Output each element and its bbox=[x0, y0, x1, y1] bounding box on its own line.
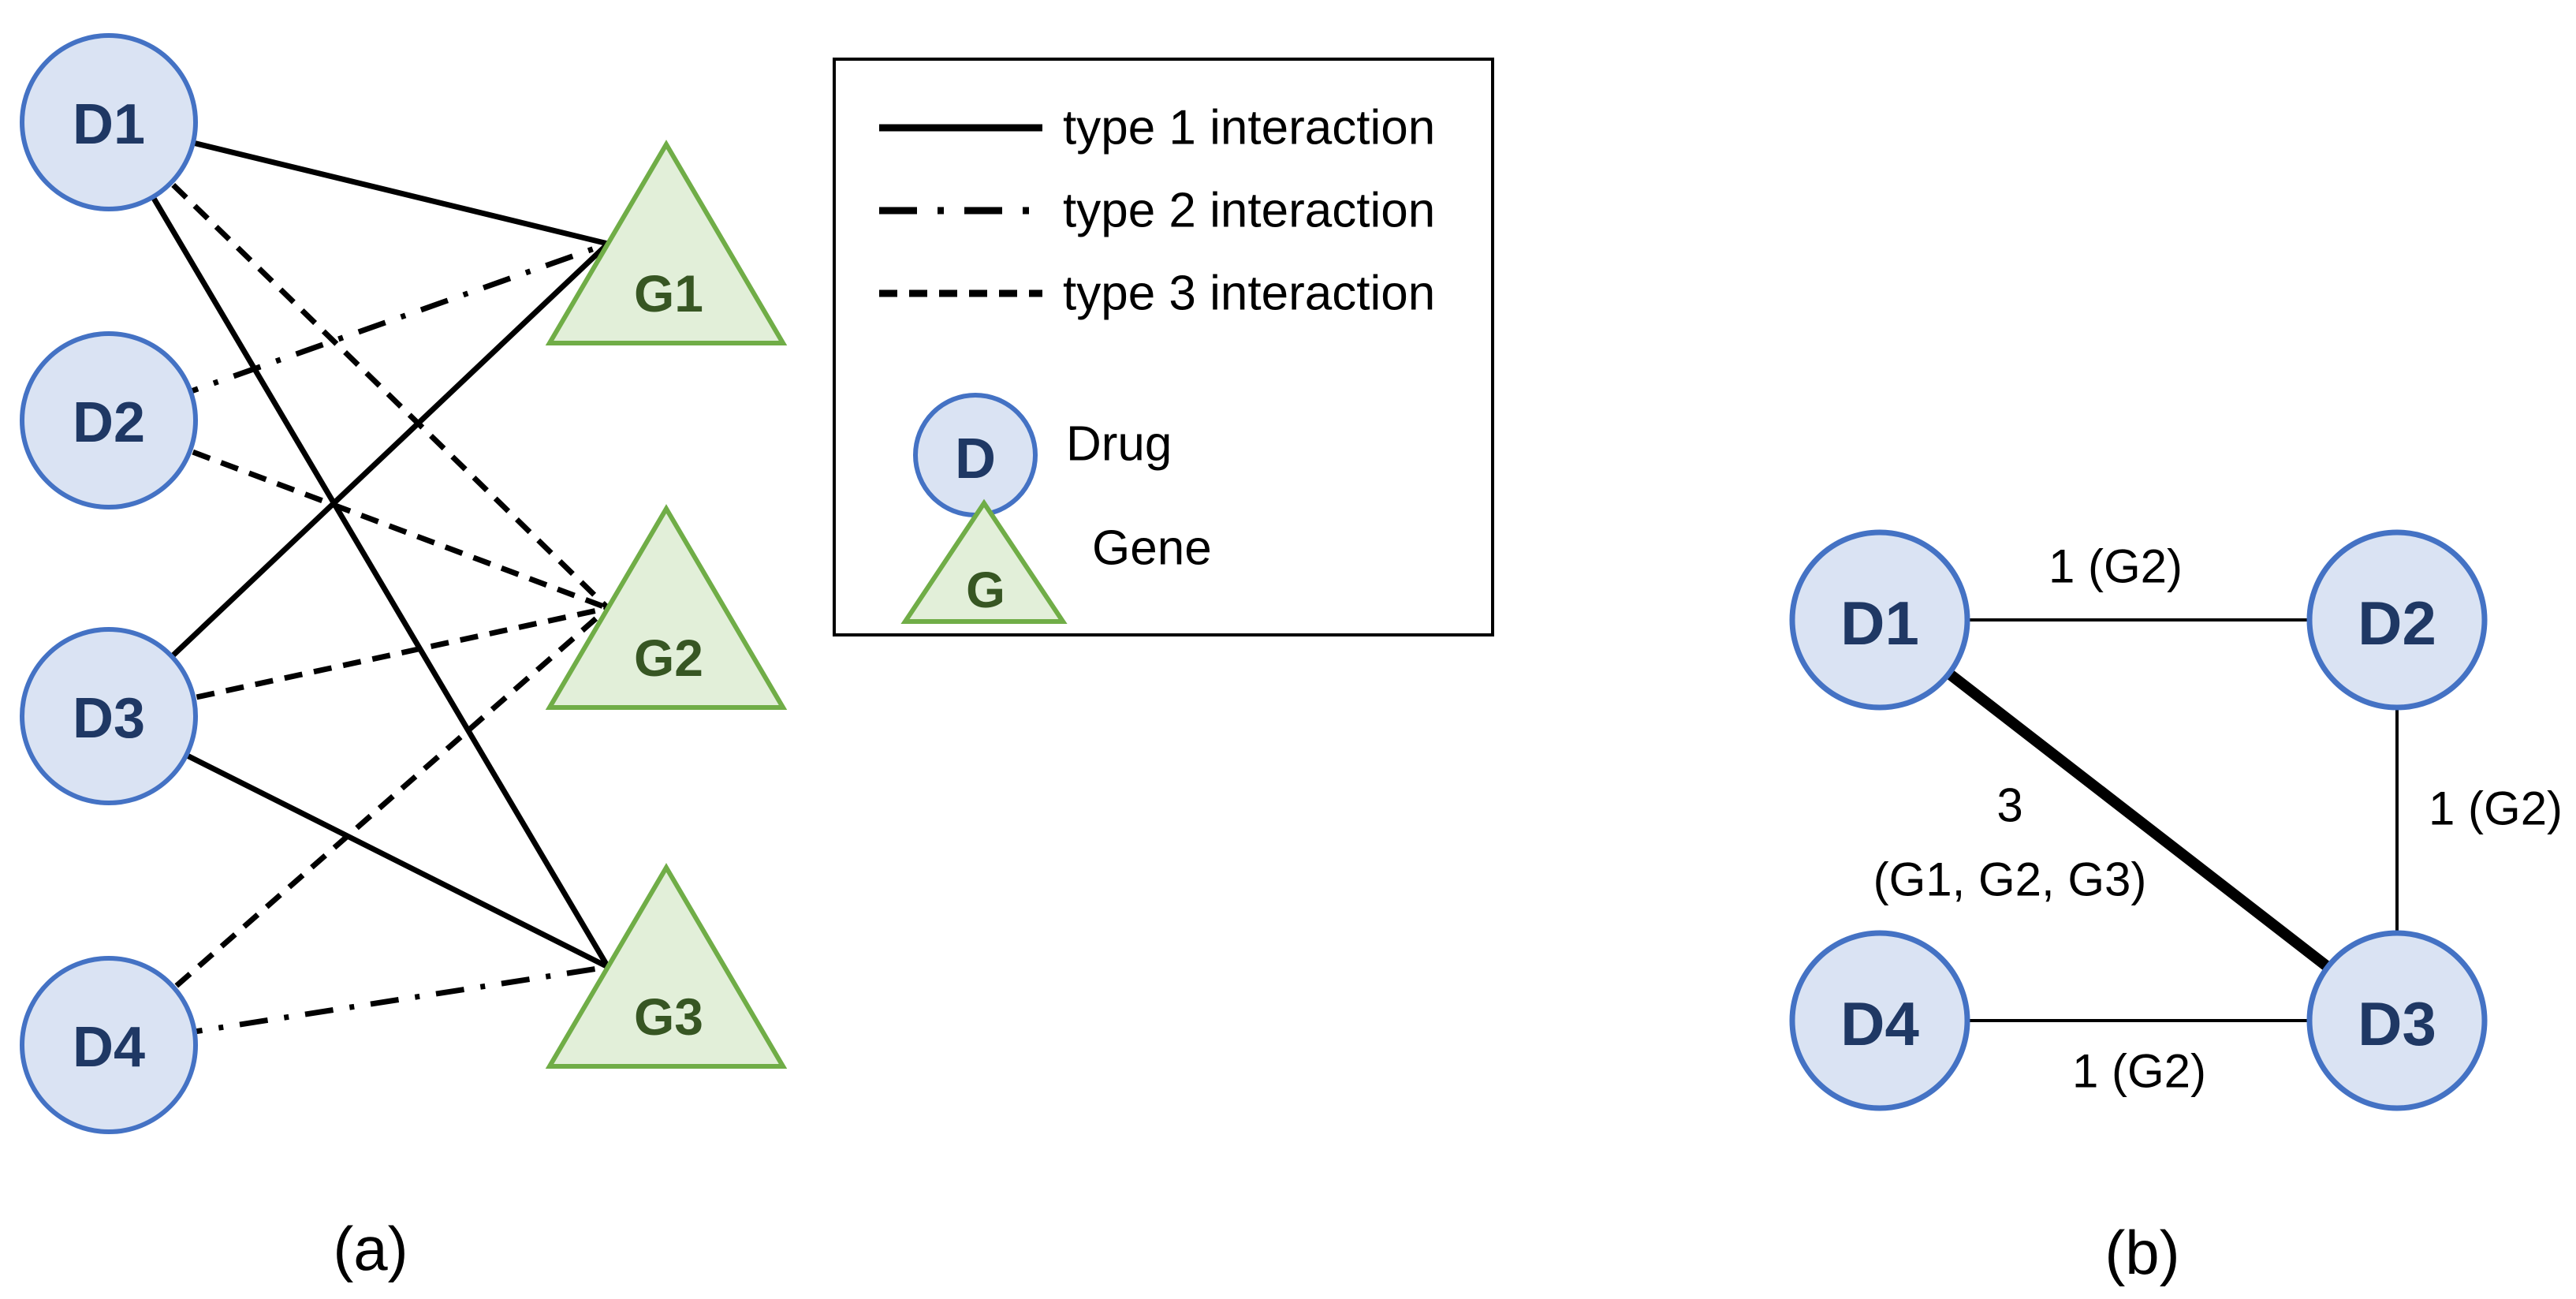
panel-b-edges bbox=[1876, 615, 2401, 1025]
drug-node-D2-label: D2 bbox=[73, 391, 145, 454]
legend: type 1 interaction type 2 interaction ty… bbox=[833, 58, 1494, 636]
edge-D1-D3-label-count: 3 bbox=[1996, 779, 2022, 832]
drug-node-D1-circle bbox=[20, 33, 198, 211]
drug-node-D2: D2 bbox=[20, 331, 198, 510]
legend-drug-label: Drug bbox=[1066, 417, 1172, 472]
b-node-D2: D2 bbox=[2306, 529, 2488, 711]
drug-node-D3-circle bbox=[20, 627, 198, 805]
legend-gene-symbol-triangle bbox=[900, 498, 1068, 624]
legend-gene-symbol-letter: G bbox=[966, 562, 1005, 618]
b-node-D3: D3 bbox=[2306, 930, 2488, 1111]
gene-node-G2: G2 bbox=[545, 504, 788, 710]
b-node-D4-label: D4 bbox=[1840, 989, 1919, 1058]
drug-node-D1: D1 bbox=[20, 33, 198, 211]
edge-D1-D2-label: 1 (G2) bbox=[2048, 540, 2183, 593]
panel-a-caption: (a) bbox=[333, 1214, 408, 1283]
b-node-D1: D1 bbox=[1789, 529, 1970, 711]
edge-D4-G2-type3 bbox=[106, 606, 610, 1047]
legend-label-type3: type 3 interaction bbox=[1063, 267, 1435, 321]
legend-label-type2: type 2 interaction bbox=[1063, 184, 1435, 238]
drug-node-D4-label: D4 bbox=[73, 1016, 145, 1079]
b-node-D3-circle bbox=[2306, 930, 2488, 1111]
legend-box bbox=[833, 58, 1494, 636]
gene-node-G2-triangle bbox=[545, 504, 788, 710]
edge-D1-G3-type1 bbox=[106, 121, 611, 969]
drug-node-D4: D4 bbox=[20, 956, 198, 1134]
panel-a-edges bbox=[106, 119, 611, 1048]
b-node-D3-label: D3 bbox=[2358, 989, 2436, 1058]
drug-node-D1-label: D1 bbox=[73, 93, 145, 156]
legend-label-type1: type 1 interaction bbox=[1063, 101, 1435, 155]
b-node-D1-label: D1 bbox=[1840, 588, 1919, 658]
panel-b: 1 (G2) 1 (G2) 1 (G2) 3 (G1, G2, G3) D1 D… bbox=[1789, 529, 2563, 1287]
edge-D1-G2-type3 bbox=[106, 120, 610, 610]
drug-node-D4-circle bbox=[20, 956, 198, 1134]
gene-node-G1: G1 bbox=[545, 140, 788, 345]
gene-node-G2-label: G2 bbox=[634, 629, 703, 687]
gene-node-G3-triangle bbox=[545, 863, 788, 1069]
gene-node-G1-label: G1 bbox=[634, 264, 703, 323]
b-node-D2-circle bbox=[2306, 529, 2488, 711]
edge-D1-D3 bbox=[1876, 615, 2401, 1025]
legend-gene-label: Gene bbox=[1092, 521, 1212, 576]
edge-D2-D3-label: 1 (G2) bbox=[2429, 782, 2563, 835]
gene-node-G3: G3 bbox=[545, 863, 788, 1069]
edge-D3-G2-type3 bbox=[108, 605, 609, 719]
edge-D1-D3-label-genes: (G1, G2, G3) bbox=[1873, 853, 2147, 906]
b-node-D4: D4 bbox=[1789, 930, 1970, 1111]
gene-node-G1-triangle bbox=[545, 140, 788, 345]
panel-a: D1 D2 D3 D4 G1 G2 G3 (a) bbox=[20, 33, 788, 1283]
edge-D4-D3-label: 1 (G2) bbox=[2072, 1045, 2206, 1098]
gene-node-G3-label: G3 bbox=[634, 987, 703, 1046]
b-node-D4-circle bbox=[1789, 930, 1970, 1111]
drug-node-D2-circle bbox=[20, 331, 198, 510]
edge-D3-G1-type1 bbox=[106, 241, 610, 719]
b-node-D1-circle bbox=[1789, 529, 1970, 711]
edge-D3-G3-type1 bbox=[107, 713, 610, 970]
legend-drug-symbol-letter: D bbox=[955, 427, 996, 491]
drug-node-D3: D3 bbox=[20, 627, 198, 805]
b-node-D2-label: D2 bbox=[2358, 588, 2436, 658]
drug-node-D3-label: D3 bbox=[73, 687, 145, 750]
panel-b-caption: (b) bbox=[2104, 1218, 2179, 1287]
